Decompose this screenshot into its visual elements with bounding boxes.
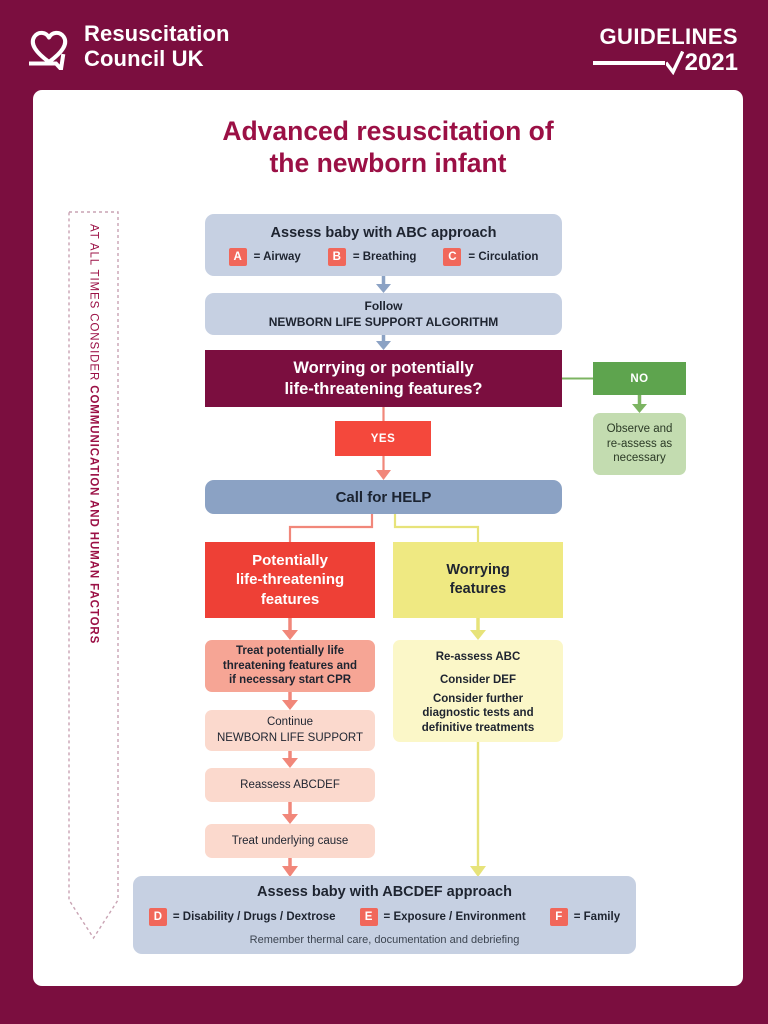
node-treat-ptl-features[interactable]: Treat potentially life threatening featu… — [205, 640, 375, 692]
reassess-abc-line-1: Re-assess ABC — [435, 650, 521, 663]
node-follow-newborn-life-support[interactable]: Follow NEWBORN LIFE SUPPORT ALGORITHM — [205, 293, 562, 335]
page-header: Resuscitation Council UK GUIDELINES 2021 — [0, 0, 768, 90]
reassess-abc-line-4: diagnostic tests and — [422, 707, 534, 720]
chip-c: C — [443, 247, 462, 266]
node-reassess-abcdef[interactable]: Reassess ABCDEF — [205, 768, 375, 802]
assess-abc-title: Assess baby with ABC approach — [270, 224, 497, 241]
side-banner-label: AT ALL TIMES CONSIDER COMMUNICATION AND … — [61, 210, 126, 952]
node-assess-abc[interactable]: Assess baby with ABC approach A = Airway… — [205, 214, 562, 276]
node-continue-newborn-life-support[interactable]: Continue NEWBORN LIFE SUPPORT — [205, 710, 375, 751]
decision-line-2: life-threatening features? — [284, 379, 483, 398]
ptl-line-1: Potentially — [252, 552, 328, 570]
observe-line-2: re-assess as — [606, 437, 673, 450]
side-banner-prefix: AT ALL TIMES CONSIDER — [87, 224, 100, 386]
abcdef-note: Remember thermal care, documentation and… — [249, 934, 520, 946]
guidelines-year-row: 2021 — [592, 49, 738, 76]
abc-item-b-text: = Breathing — [352, 250, 417, 263]
chip-a: A — [228, 247, 247, 266]
follow-nls-line-2: NEWBORN LIFE SUPPORT ALGORITHM — [268, 315, 499, 329]
brand-name: Resuscitation Council UK — [84, 21, 230, 71]
ptl-line-3: features — [260, 590, 320, 608]
decision-line-1: Worrying or potentially — [293, 358, 474, 377]
worrying-line-1: Worrying — [446, 562, 510, 579]
abc-item-a-text: = Airway — [253, 250, 301, 263]
node-worrying-features[interactable]: Worrying features — [393, 542, 563, 618]
abcdef-item-d-text: = Disability / Drugs / Dextrose — [172, 911, 336, 923]
brand-line-1: Resuscitation — [84, 21, 230, 46]
rule-divider — [592, 61, 665, 65]
heart-check-icon — [26, 24, 72, 74]
abcdef-legend: D = Disability / Drugs / Dextrose E = Ex… — [148, 908, 621, 926]
node-decision-worrying-features[interactable]: Worrying or potentially life-threatening… — [205, 350, 562, 407]
page-title: Advanced resuscitation of the newborn in… — [33, 116, 743, 180]
page-title-line-1: Advanced resuscitation of — [222, 116, 554, 146]
ptl-line-2: life-threatening — [235, 571, 345, 589]
node-call-for-help[interactable]: Call for HELP — [205, 480, 562, 514]
guidelines-label: GUIDELINES — [599, 24, 738, 49]
reassess-abc-line-3: Consider further — [432, 692, 524, 705]
continue-nls-line-2: NEWBORN LIFE SUPPORT — [216, 731, 364, 744]
chip-b: B — [327, 247, 346, 266]
abcdef-item-e-text: = Exposure / Environment — [383, 911, 526, 923]
abc-item-c-text: = Circulation — [468, 250, 539, 263]
node-reassess-abc-consider-def[interactable]: Re-assess ABC Consider DEF Consider furt… — [393, 640, 563, 742]
page-title-line-2: the newborn infant — [269, 147, 507, 178]
continue-nls-line-1: Continue — [266, 715, 314, 728]
observe-line-3: necessary — [613, 452, 666, 465]
treat-ptl-line-1: Treat potentially life — [236, 644, 344, 657]
follow-nls-line-1: Follow — [364, 298, 403, 313]
guidelines-year: 2021 — [684, 49, 738, 76]
reassess-abc-line-2: Consider DEF — [439, 673, 517, 686]
node-observe-reassess[interactable]: Observe and re-assess as necessary — [593, 413, 686, 475]
worrying-line-2: features — [449, 581, 507, 597]
observe-line-1: Observe and — [606, 422, 673, 435]
abc-legend: A = Airway B = Breathing C = Circulation — [228, 247, 539, 266]
node-potentially-life-threatening-features[interactable]: Potentially life-threatening features — [205, 542, 375, 618]
chip-f: F — [549, 908, 568, 926]
side-banner-emphasis: COMMUNICATION AND HUMAN FACTORS — [87, 385, 100, 645]
content-panel: Advanced resuscitation of the newborn in… — [33, 90, 743, 986]
reassess-abc-line-5: definitive treatments — [421, 722, 535, 735]
node-assess-abcdef[interactable]: Assess baby with ABCDEF approach D = Dis… — [133, 876, 636, 954]
node-treat-underlying-cause[interactable]: Treat underlying cause — [205, 824, 375, 858]
treat-ptl-line-2: threatening features and — [222, 659, 358, 672]
node-branch-no[interactable]: NO — [593, 362, 686, 395]
side-banner-arrow: AT ALL TIMES CONSIDER COMMUNICATION AND … — [61, 210, 126, 952]
chip-d: D — [148, 908, 167, 926]
brand-line-2: Council UK — [84, 45, 204, 71]
abcdef-item-f-text: = Family — [573, 911, 621, 923]
chip-e: E — [359, 908, 378, 926]
check-tick-icon — [665, 51, 684, 75]
brand-logo: Resuscitation Council UK — [26, 21, 230, 74]
guidelines-badge: GUIDELINES 2021 — [592, 24, 738, 76]
assess-abcdef-title: Assess baby with ABCDEF approach — [257, 884, 512, 900]
node-branch-yes[interactable]: YES — [335, 421, 431, 456]
treat-ptl-line-3: if necessary start CPR — [228, 674, 352, 687]
